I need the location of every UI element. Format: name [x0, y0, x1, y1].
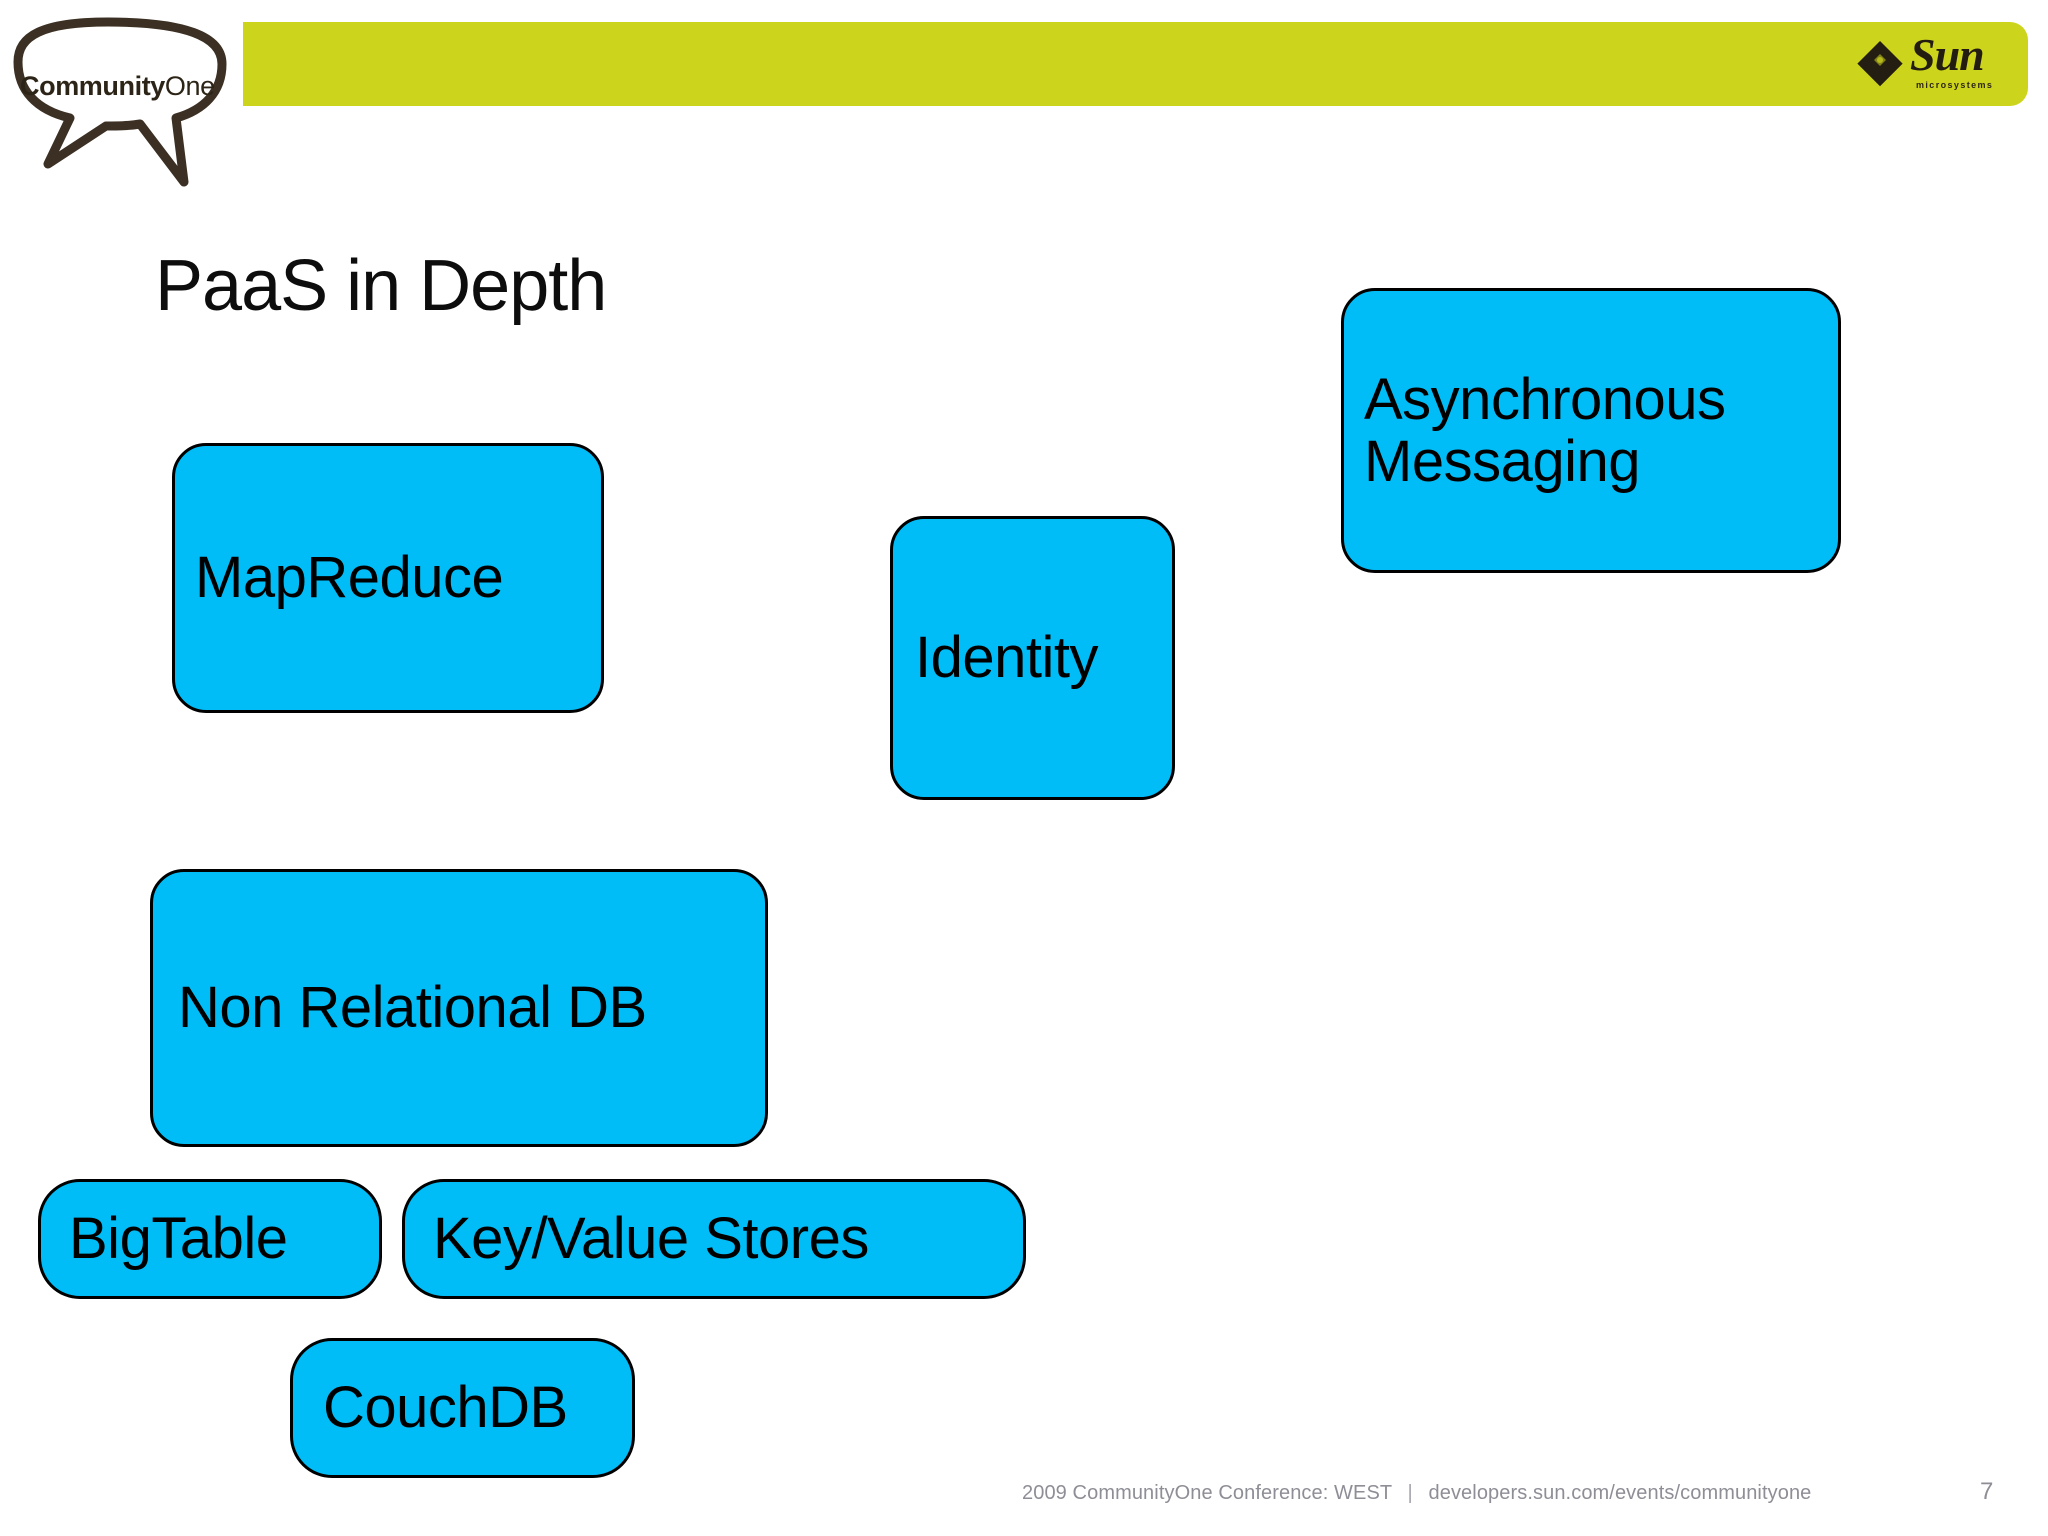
diagram-box-mapreduce[interactable]: MapReduce — [172, 443, 604, 713]
box-label: Key/Value Stores — [433, 1206, 869, 1272]
sun-tagline: microsystems — [1916, 80, 1994, 90]
logo-text-bold: Community — [20, 71, 165, 101]
diagram-box-identity[interactable]: Identity — [890, 516, 1175, 800]
header-banner — [243, 22, 2028, 106]
box-label: MapReduce — [195, 545, 504, 611]
sun-wordmark: Sun — [1910, 29, 1985, 80]
footer-separator: | — [1407, 1482, 1413, 1504]
page-number: 7 — [1980, 1478, 1994, 1505]
communityone-logo: CommunityOne — [8, 14, 248, 209]
sun-microsystems-logo: Sun microsystems — [1856, 30, 2016, 98]
diagram-box-couchdb[interactable]: CouchDB — [290, 1338, 635, 1478]
diagram-box-asynchronous-messaging[interactable]: Asynchronous Messaging — [1341, 288, 1841, 573]
box-label: BigTable — [69, 1206, 288, 1272]
diagram-box-key-value-stores[interactable]: Key/Value Stores — [402, 1179, 1026, 1299]
communityone-logo-text: CommunityOne — [20, 71, 215, 102]
box-label: Identity — [915, 625, 1099, 691]
box-label: Asynchronous Messaging — [1364, 367, 1726, 494]
box-label: CouchDB — [323, 1375, 568, 1441]
footer-url[interactable]: developers.sun.com/events/communityone — [1428, 1482, 1812, 1504]
page-title: PaaS in Depth — [155, 246, 607, 326]
sun-diamond-icon — [1857, 41, 1903, 87]
logo-text-light: One — [164, 71, 215, 101]
slide-footer: 2009 CommunityOne Conference: WEST | dev… — [1022, 1482, 1811, 1505]
diagram-box-non-relational-db[interactable]: Non Relational DB — [150, 869, 768, 1147]
footer-conference: 2009 CommunityOne Conference: WEST — [1022, 1482, 1392, 1504]
diagram-box-bigtable[interactable]: BigTable — [38, 1179, 382, 1299]
speech-bubble-icon — [13, 17, 227, 187]
box-label: Non Relational DB — [178, 975, 647, 1041]
